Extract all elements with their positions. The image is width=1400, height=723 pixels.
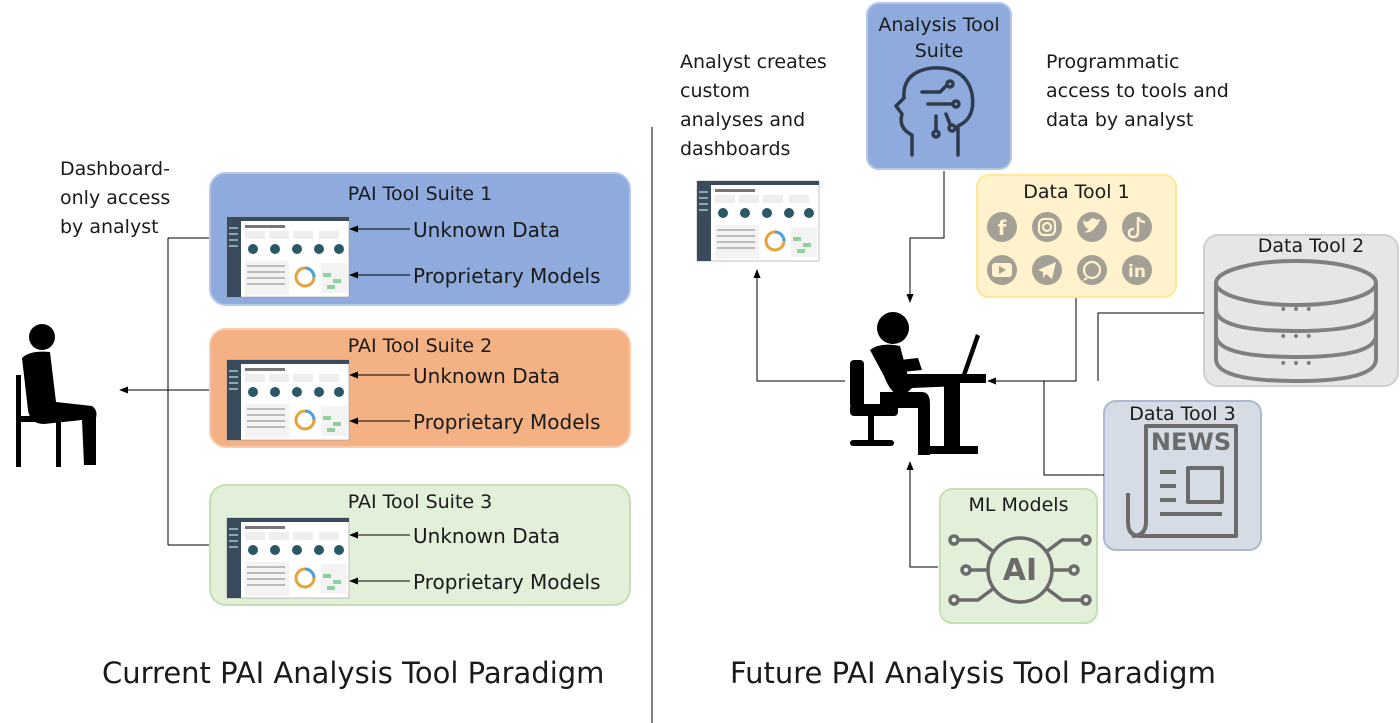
instagram-icon [1032,212,1062,242]
telegram-icon [1032,255,1062,285]
news-icon-text: NEWS [1150,428,1232,456]
svg-text:f: f [998,216,1007,240]
pai-suite-3-model-label: Proprietary Models [413,570,601,594]
pai-suite-1-data-label: Unknown Data [413,218,560,242]
custom-dashboard-thumbnail [695,179,821,263]
workstation-analyst-icon [850,312,986,455]
analysis-suite-title: Analysis Tool Suite [878,14,1000,62]
suite-connector [119,237,209,546]
future-arrows [753,171,1204,568]
dashboard-thumbnail-1 [225,215,351,299]
ai-brain-icon [894,66,975,157]
dashboard-thumbnail-3 [225,516,351,600]
pai-suite-3-title: PAI Tool Suite 3 [347,491,493,513]
svg-text:• • •: • • • [1279,302,1313,318]
seated-analyst-icon [16,324,97,467]
twitter-icon [1077,212,1107,242]
tiktok-icon [1122,212,1152,242]
current-paradigm-caption: Current PAI Analysis Tool Paradigm [102,656,605,690]
whatsapp-icon [1077,255,1107,285]
pai-suite-1-title: PAI Tool Suite 1 [347,183,493,205]
future-paradigm-caption: Future PAI Analysis Tool Paradigm [730,656,1216,690]
youtube-icon [987,255,1017,285]
dashboard-thumbnail-2 [225,358,351,442]
ml-models-box [939,488,1098,624]
data-tool-1-title: Data Tool 1 [1023,181,1130,203]
ai-chip-icon [948,534,1092,606]
svg-text:• • •: • • • [1279,356,1313,372]
svg-text:• • •: • • • [1279,329,1313,345]
data-tool-2-box [1203,234,1399,387]
social-icons: f in [987,212,1152,285]
ml-models-title: ML Models [968,494,1069,516]
data-tool-3-title: Data Tool 3 [1129,403,1236,425]
pai-suite-1-model-label: Proprietary Models [413,264,601,288]
pai-suite-2-title: PAI Tool Suite 2 [347,335,493,357]
pai-suite-2-data-label: Unknown Data [413,364,560,388]
data-tool-2-title: Data Tool 2 [1257,235,1365,257]
ai-icon-text: AI [1002,553,1038,588]
pai-suite-2-model-label: Proprietary Models [413,410,601,434]
dashboard-only-note: Dashboard- only access by analyst [60,158,171,238]
database-icon: • • • • • • • • • [1214,259,1378,384]
newspaper-icon [1126,424,1238,538]
svg-text:in: in [1128,262,1146,282]
programmatic-access-note: Programmatic access to tools and data by… [1046,51,1229,131]
custom-analyses-note: Analyst creates custom analyses and dash… [680,51,827,160]
linkedin-icon: in [1122,255,1152,285]
suite-arrows [349,225,410,585]
pai-suite-3-data-label: Unknown Data [413,524,560,548]
facebook-icon: f [987,212,1017,242]
